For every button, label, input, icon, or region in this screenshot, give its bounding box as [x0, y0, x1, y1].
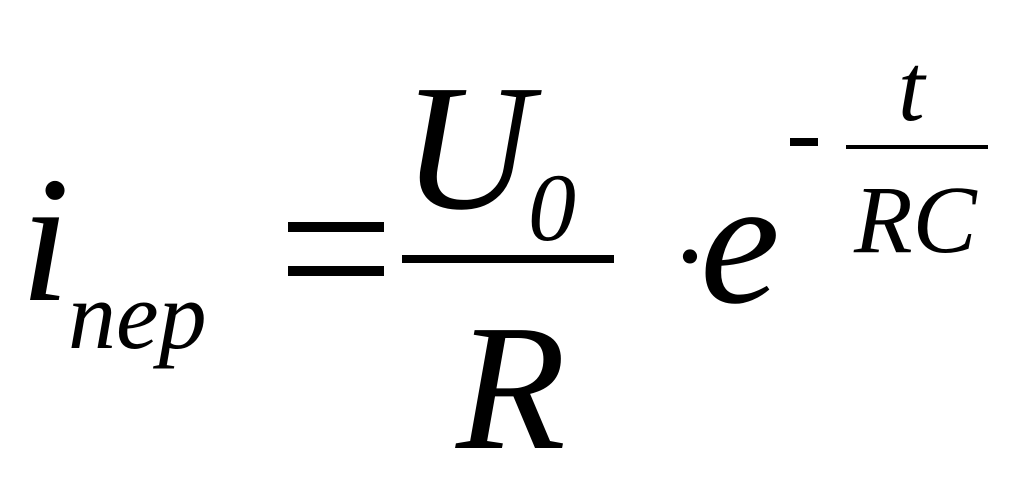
fraction-bar	[402, 255, 614, 263]
multiply-operator: ·	[670, 189, 710, 322]
current-symbol: i	[20, 140, 71, 339]
equals-sign-bottom-bar	[288, 266, 384, 276]
exponent-fraction-bar	[846, 145, 988, 149]
current-subscript: nep	[68, 262, 207, 369]
exponential-base: e	[700, 142, 780, 341]
equals-sign-top-bar	[288, 222, 384, 232]
fraction-denominator: R	[456, 288, 566, 487]
exponent-minus-sign	[790, 138, 818, 146]
exponent-numerator: t	[898, 34, 925, 141]
fraction-numerator-subscript: 0	[528, 154, 576, 261]
fraction-numerator: U	[402, 48, 532, 247]
exponent-denominator: RC	[854, 166, 977, 273]
formula: i nep U 0 R · e t RC	[20, 34, 988, 478]
